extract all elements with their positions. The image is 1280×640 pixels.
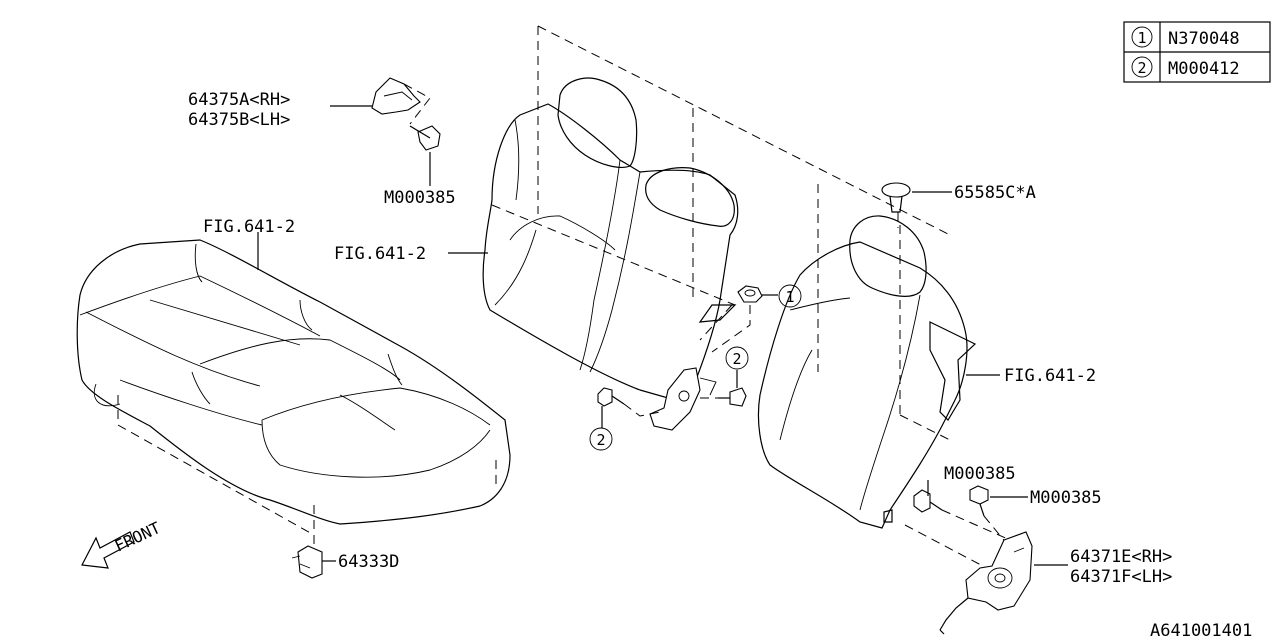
callout-bolt-right-b: M000385	[1030, 488, 1102, 508]
callout-hinge-lh: 64375B<LH>	[188, 110, 290, 130]
callout-bracket-rh: 64371E<RH>	[1070, 547, 1172, 567]
legend-mark-2: 2	[1137, 59, 1146, 77]
legend-mark-1: 1	[1137, 29, 1146, 47]
hook-part	[291, 545, 323, 579]
legend-code-1: N370048	[1168, 29, 1240, 49]
callout-bracket-lh: 64371F<LH>	[1070, 567, 1172, 587]
leader-lines	[257, 105, 1068, 566]
diagram-id: A641001401	[1150, 621, 1252, 640]
callout-hook: 64333D	[338, 552, 399, 572]
clip-part	[881, 182, 911, 228]
callout-bolt-top: M000385	[384, 188, 456, 208]
callout-clip: 65585C*A	[954, 183, 1036, 203]
seat-cushion	[76, 239, 511, 545]
callout-bolt-right-a: M000385	[944, 464, 1016, 484]
seatback-center	[482, 77, 739, 403]
callout-fig-back-center: FIG.641-2	[334, 244, 426, 264]
nut-part	[711, 285, 763, 353]
legend-mark-circle-1	[1131, 26, 1153, 48]
ref-circle-nut	[778, 284, 802, 308]
seatback-right	[757, 215, 977, 529]
callout-labels: 64375A<RH> 64375B<LH> M000385 FIG.641-2 …	[188, 90, 1252, 640]
ref-mark-nut: 1	[785, 288, 794, 306]
ref-circle-bolt-left	[589, 427, 613, 451]
callout-fig-seat-cushion: FIG.641-2	[203, 217, 295, 237]
hinge-part	[371, 77, 441, 151]
ref-mark-bolt-center: 2	[732, 350, 741, 368]
legend-mark-circle-2	[1131, 56, 1153, 78]
callout-hinge-rh: 64375A<RH>	[188, 90, 290, 110]
callout-fig-back-right: FIG.641-2	[1004, 366, 1096, 386]
center-bracket	[597, 367, 747, 431]
reference-plane	[491, 25, 951, 415]
lower-bracket	[904, 524, 1033, 635]
legend-table: 1 N370048 2 M000412	[1123, 21, 1271, 83]
ref-marks: 1 2 2	[589, 284, 802, 451]
front-arrow: FRONT	[81, 518, 164, 569]
legend-code-2: M000412	[1168, 59, 1240, 79]
right-bolts	[913, 485, 1013, 551]
ref-mark-bolt-left: 2	[596, 431, 605, 449]
ref-circle-bolt-center	[725, 346, 749, 370]
front-label: FRONT	[112, 518, 164, 556]
